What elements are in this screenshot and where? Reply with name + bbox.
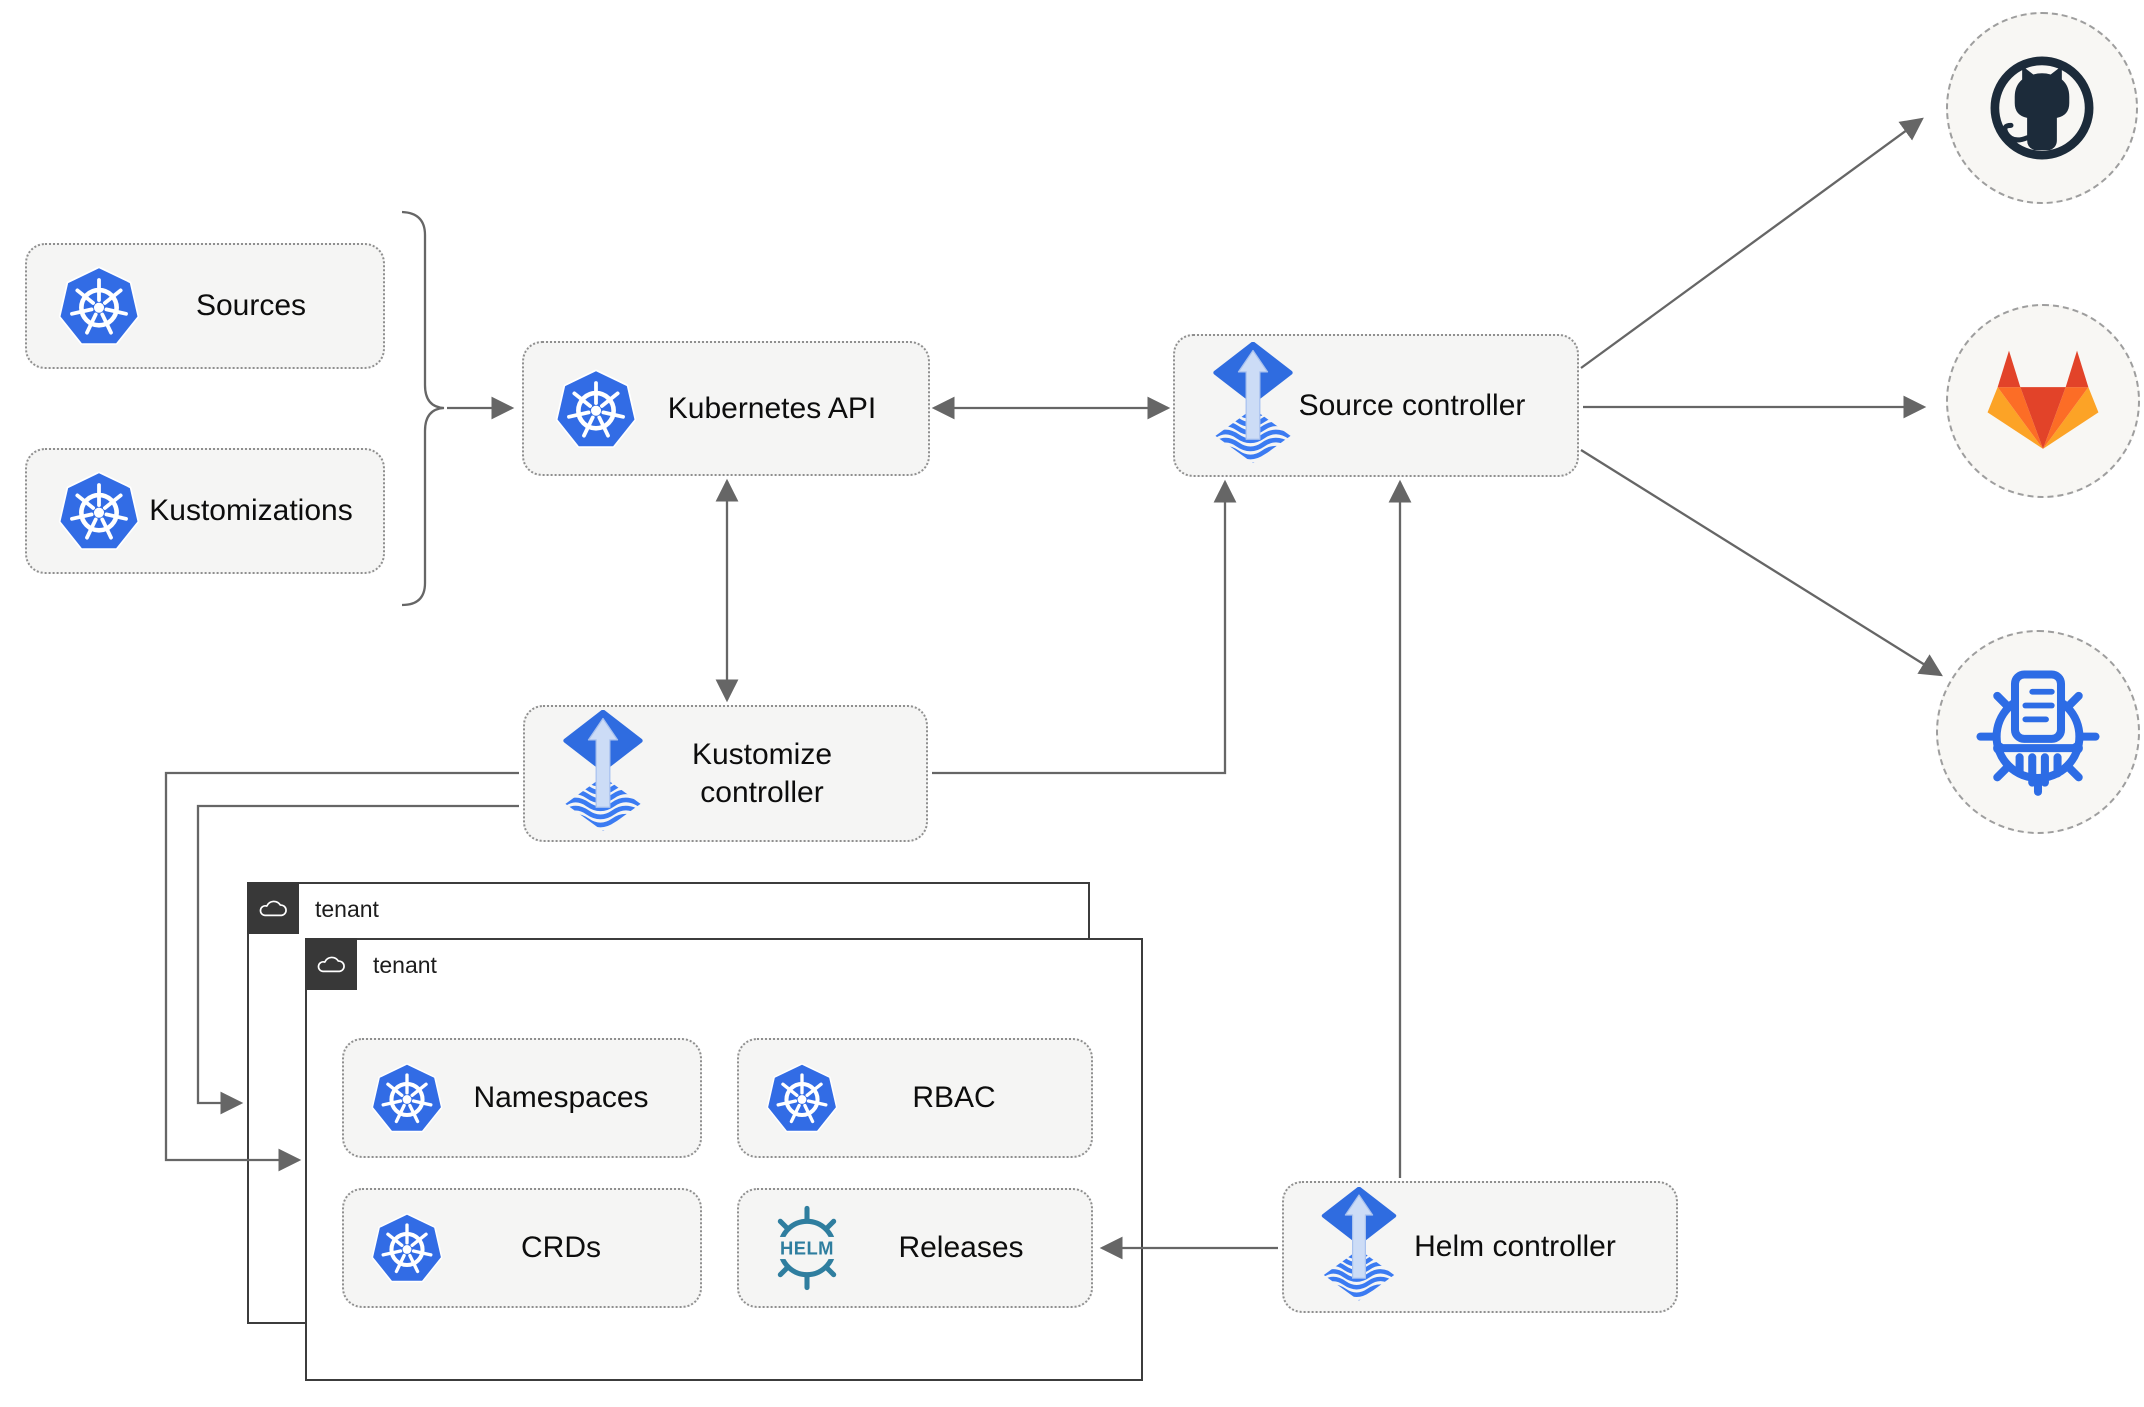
- external-github: [1946, 12, 2138, 204]
- node-label: RBAC: [912, 1081, 996, 1115]
- node-sources: Sources: [25, 243, 385, 369]
- tenant-tag: [246, 881, 299, 934]
- node-label: CRDs: [521, 1231, 601, 1265]
- helm-icon: HELM: [770, 1205, 844, 1291]
- edge-source-to-kustomize: [1580, 449, 1943, 677]
- node-rbac: RBAC: [737, 1038, 1093, 1158]
- flux-icon: [559, 710, 647, 838]
- node-kustomize-controller: Kustomize controller: [523, 705, 928, 842]
- edge-resources-brace: [401, 210, 445, 607]
- kubernetes-icon: [370, 1211, 444, 1285]
- tenant-label: tenant: [315, 896, 379, 922]
- kubernetes-icon: [370, 1061, 444, 1135]
- gitlab-icon: [1987, 350, 2099, 449]
- node-kustomizations: Kustomizations: [25, 448, 385, 574]
- node-label: Releases: [898, 1231, 1024, 1265]
- cloud-icon: [317, 956, 345, 973]
- node-label: Sources: [195, 289, 307, 323]
- helm-logo-text: HELM: [780, 1237, 834, 1258]
- flux-icon: [1209, 342, 1297, 470]
- flux-icon: [1318, 1187, 1400, 1307]
- node-label: Kustomizations: [149, 494, 353, 528]
- kubernetes-icon: [554, 367, 638, 451]
- node-label: Kubernetes API: [667, 391, 877, 425]
- edge-source-to-github: [1580, 117, 1924, 369]
- kubernetes-icon: [57, 264, 141, 348]
- node-source-controller: Source controller: [1173, 334, 1579, 477]
- tenant-tag: [304, 937, 357, 990]
- kubernetes-icon: [765, 1061, 839, 1135]
- node-label: Namespaces: [473, 1081, 649, 1115]
- kustomize-icon: [1976, 670, 2100, 796]
- external-gitlab: [1946, 304, 2140, 498]
- kubernetes-icon: [57, 469, 141, 553]
- node-namespaces: Namespaces: [342, 1038, 702, 1158]
- tenant-label: tenant: [373, 952, 437, 978]
- tenant-box-inner: tenant: [304, 937, 1143, 1381]
- external-kustomize: [1936, 630, 2140, 834]
- node-label: Source controller: [1298, 388, 1526, 422]
- node-label: Kustomize controller: [691, 738, 833, 809]
- edge-kustomize-to-source: [932, 479, 1237, 775]
- node-crds: CRDs: [342, 1188, 702, 1308]
- cloud-icon: [259, 900, 287, 917]
- github-icon: [1990, 56, 2094, 160]
- node-label: Helm controller: [1414, 1230, 1616, 1264]
- node-kubernetes-api: Kubernetes API: [522, 341, 930, 476]
- node-helm-controller: Helm controller: [1282, 1181, 1678, 1313]
- node-releases: HELM Releases: [737, 1188, 1093, 1308]
